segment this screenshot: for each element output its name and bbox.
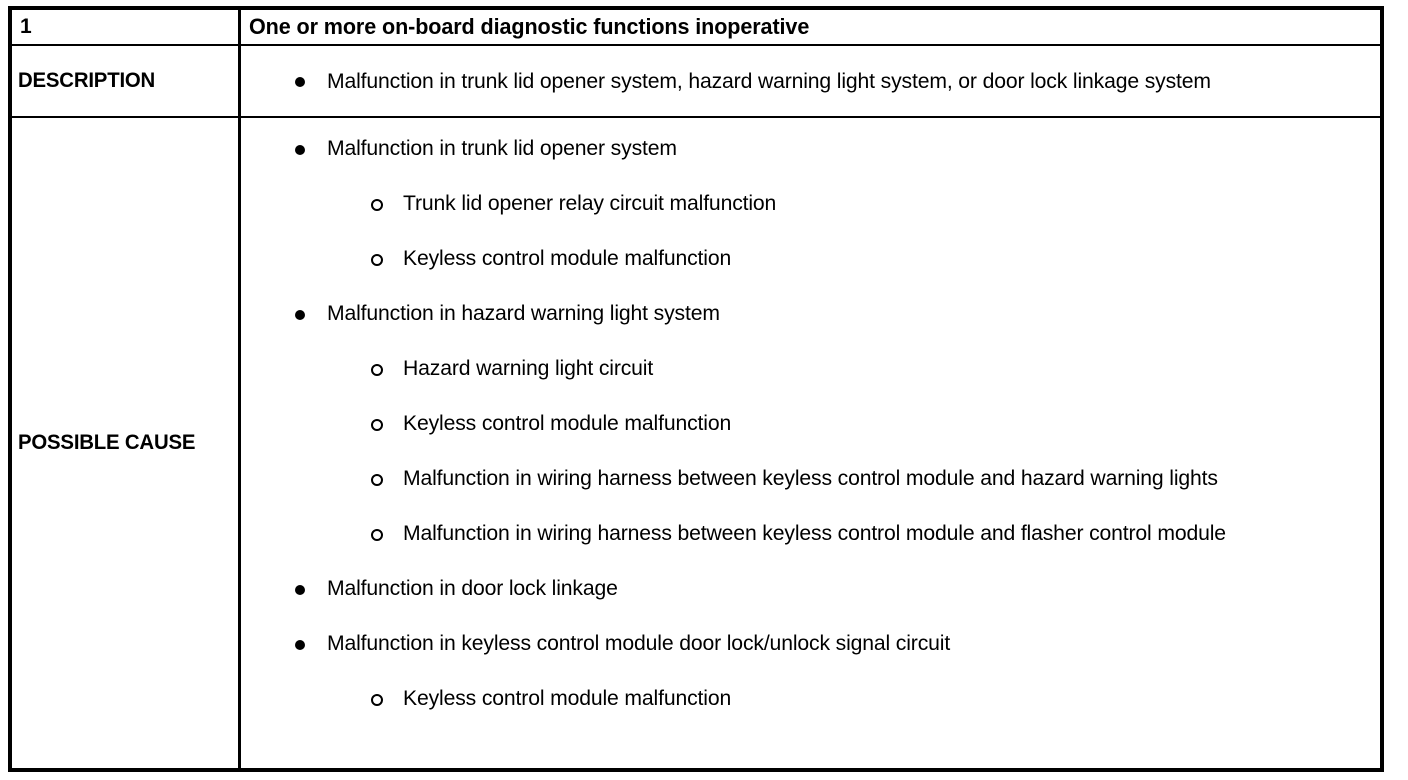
list-item-text: Malfunction in hazard warning light syst… <box>327 301 720 325</box>
list-item-text: Keyless control module malfunction <box>403 686 732 710</box>
possible-cause-label: POSSIBLE CAUSE <box>18 431 196 454</box>
list-item: Keyless control module malfunction <box>249 409 1366 438</box>
list-item: Keyless control module malfunction <box>249 244 1366 273</box>
list-item: Malfunction in door lock linkage <box>249 574 1366 603</box>
list-item-text: Keyless control module malfunction <box>403 246 732 270</box>
list-item-text: Trunk lid opener relay circuit malfuncti… <box>403 191 777 215</box>
list-item: Trunk lid opener relay circuit malfuncti… <box>249 189 1366 218</box>
list-item-text: Malfunction in door lock linkage <box>327 576 618 600</box>
dtc-title-cell: One or more on-board diagnostic function… <box>241 10 1380 44</box>
table-row-title: 1 One or more on-board diagnostic functi… <box>12 10 1380 46</box>
list-item: Malfunction in wiring harness between ke… <box>249 464 1366 493</box>
table-row-possible-cause: POSSIBLE CAUSE Malfunction in trunk lid … <box>12 118 1380 768</box>
dtc-number-cell: 1 <box>12 10 241 44</box>
list-item-text: Malfunction in wiring harness between ke… <box>403 466 1218 490</box>
list-item-text: Hazard warning light circuit <box>403 356 654 380</box>
description-label: DESCRIPTION <box>18 69 156 92</box>
table-row-description: DESCRIPTION Malfunction in trunk lid ope… <box>12 46 1380 118</box>
list-item-text: Malfunction in trunk lid opener system, … <box>327 69 1211 93</box>
list-item: Malfunction in trunk lid opener system <box>249 134 1366 163</box>
possible-cause-label-cell: POSSIBLE CAUSE <box>12 118 241 768</box>
list-item: Malfunction in wiring harness between ke… <box>249 519 1366 548</box>
list-item: Malfunction in keyless control module do… <box>249 629 1366 658</box>
description-body-cell: Malfunction in trunk lid opener system, … <box>241 46 1380 116</box>
dtc-title: One or more on-board diagnostic function… <box>249 14 810 39</box>
description-label-cell: DESCRIPTION <box>12 46 241 116</box>
list-item-text: Malfunction in wiring harness between ke… <box>403 521 1226 545</box>
list-item: Malfunction in hazard warning light syst… <box>249 299 1366 328</box>
list-item-text: Malfunction in keyless control module do… <box>327 631 951 655</box>
list-item: Malfunction in trunk lid opener system, … <box>249 66 1366 96</box>
description-list: Malfunction in trunk lid opener system, … <box>249 66 1366 96</box>
list-item: Hazard warning light circuit <box>249 354 1366 383</box>
list-item: Keyless control module malfunction <box>249 684 1366 713</box>
dtc-table: 1 One or more on-board diagnostic functi… <box>8 6 1384 772</box>
dtc-number: 1 <box>20 15 32 38</box>
list-item-text: Malfunction in trunk lid opener system <box>327 136 677 160</box>
list-item-text: Keyless control module malfunction <box>403 411 732 435</box>
